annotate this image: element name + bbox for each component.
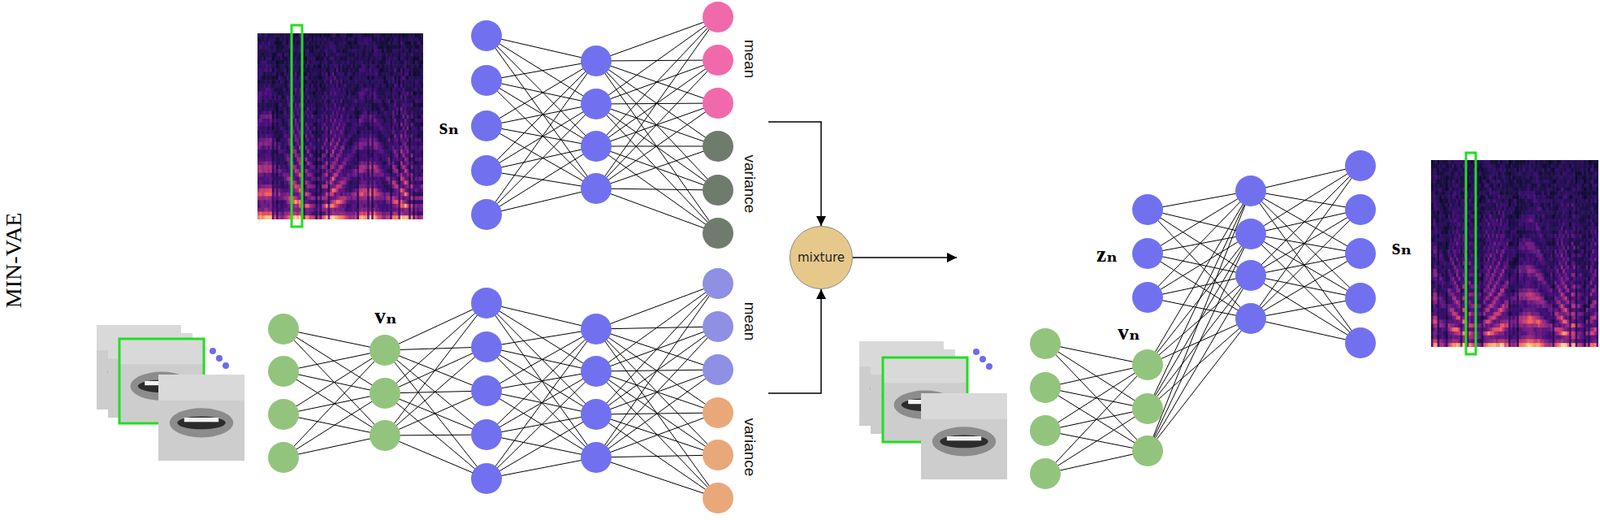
canvas: meanvariancemeanvariancemixtureMIN-VAEsₙ… [0, 0, 1600, 520]
